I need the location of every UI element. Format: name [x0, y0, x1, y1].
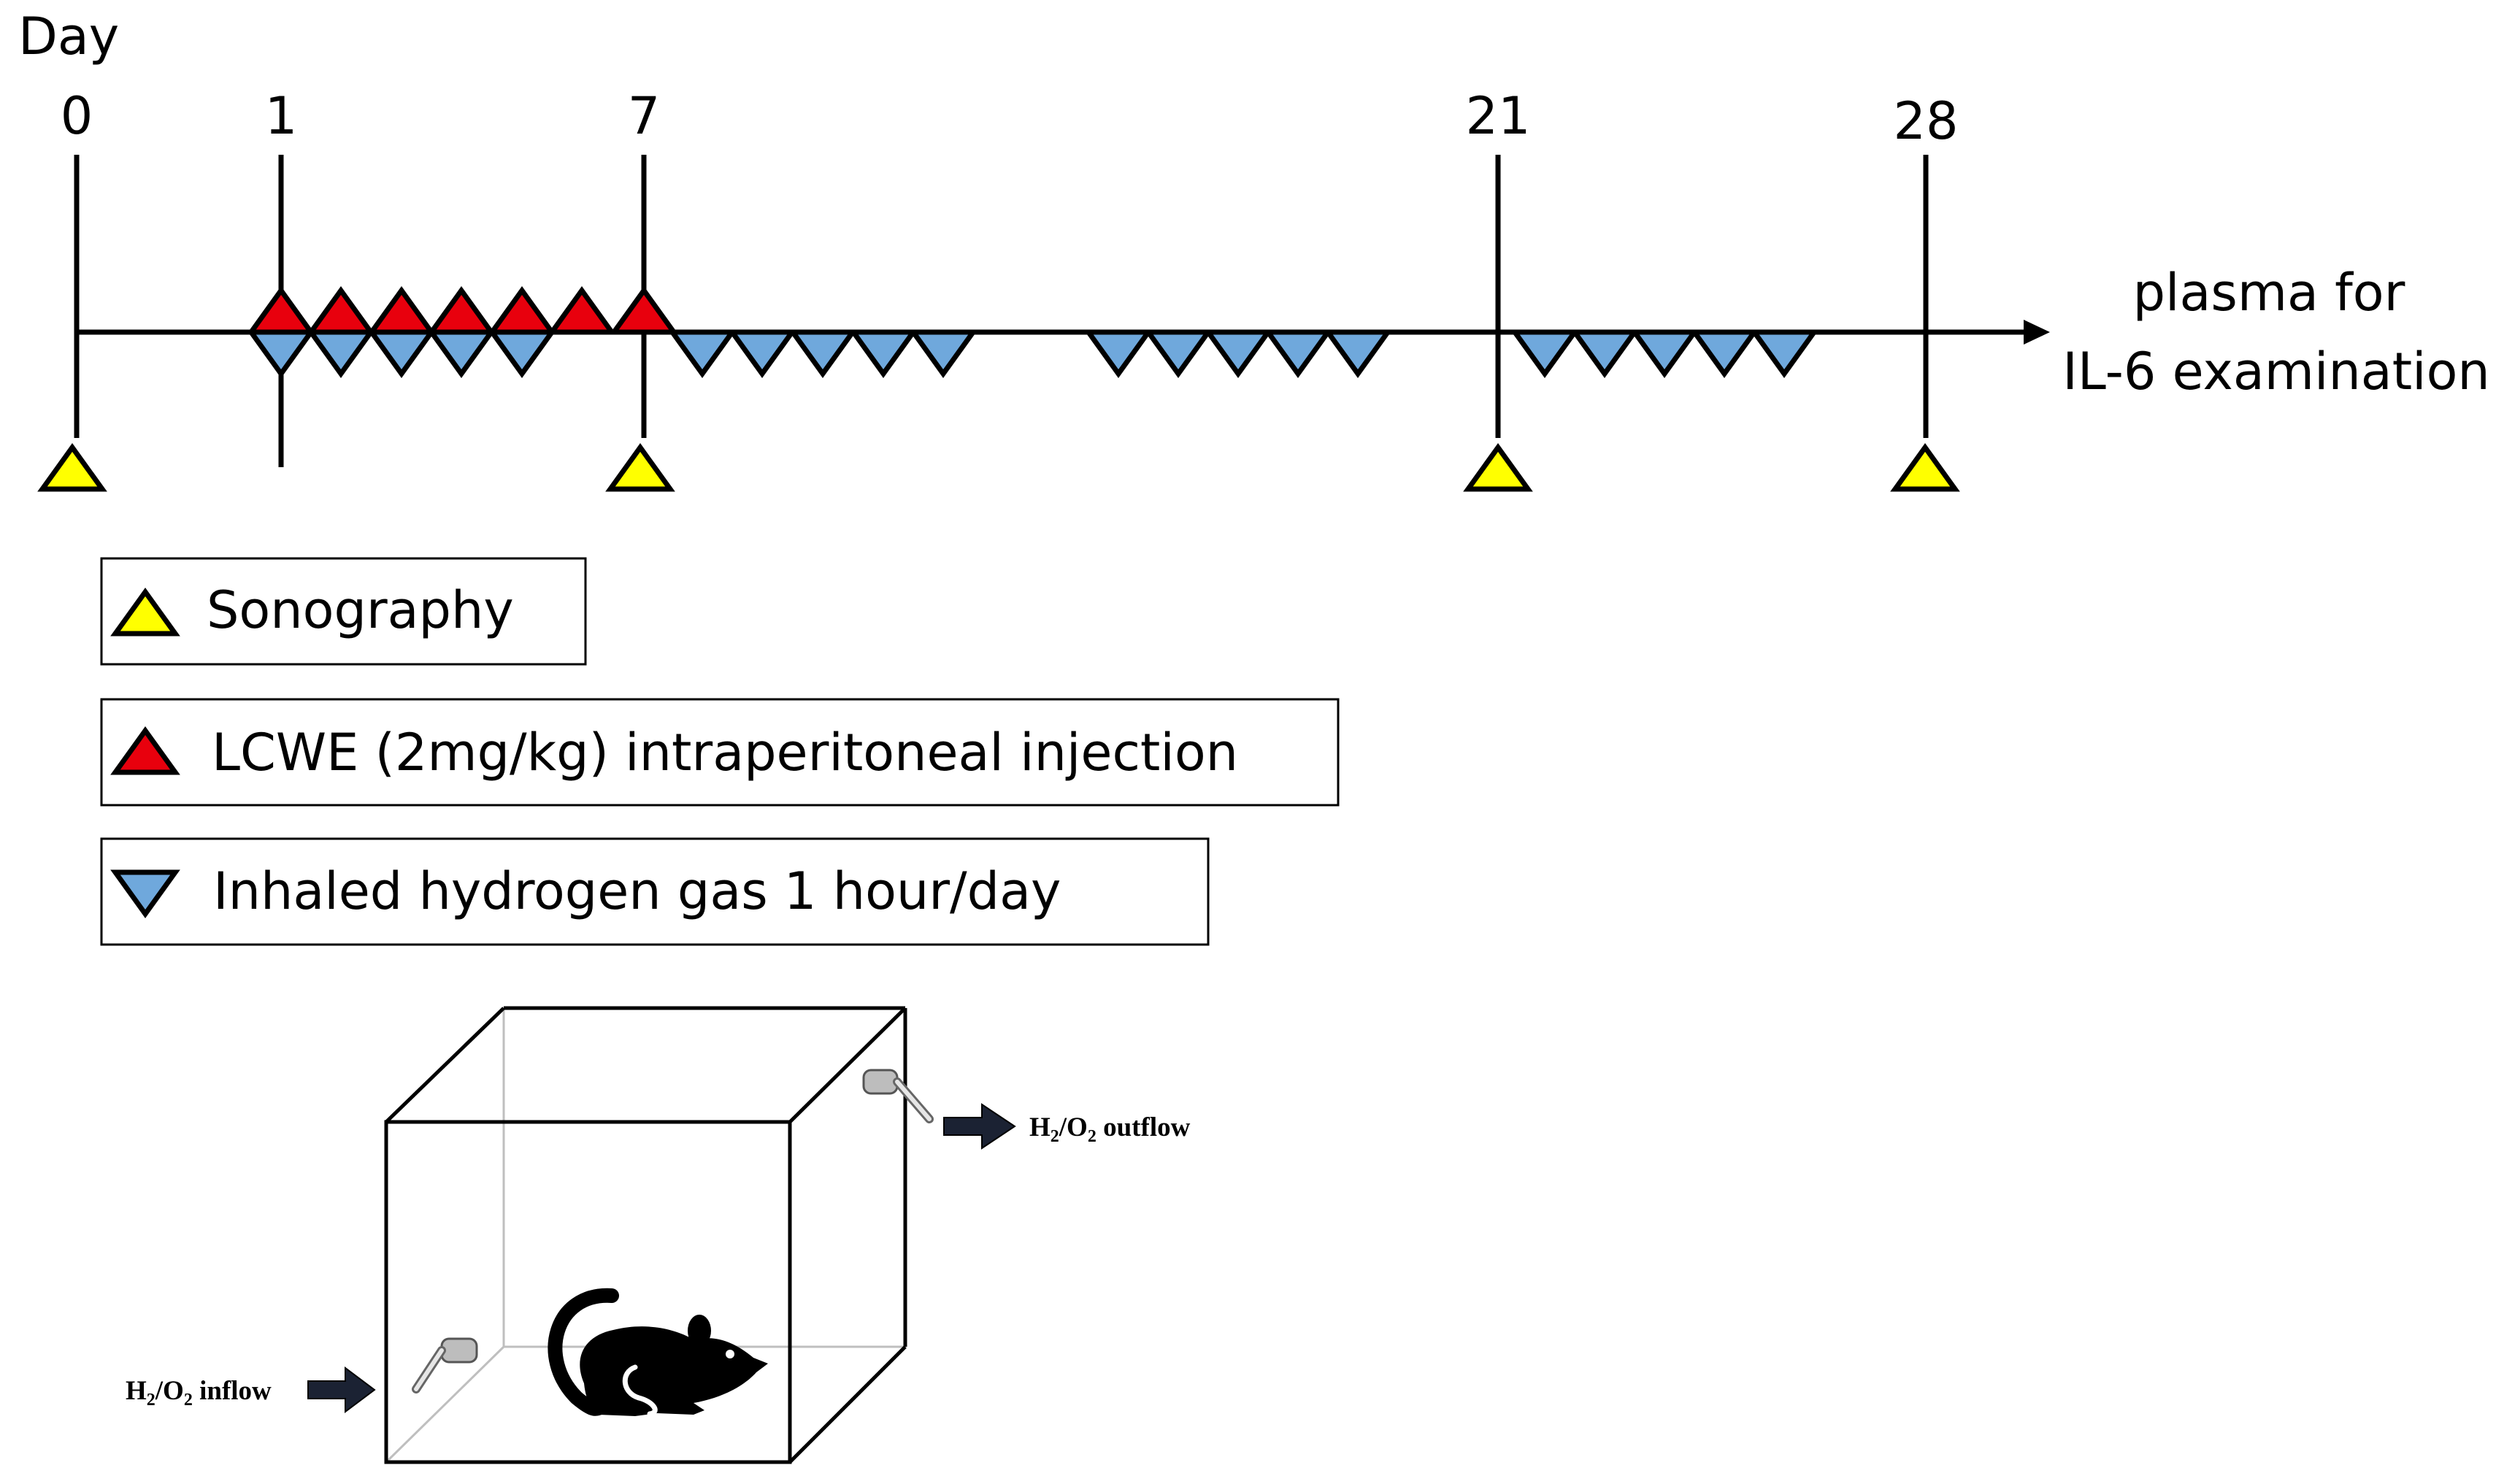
inflow-label-h: H: [126, 1376, 147, 1406]
lcwe-marker-2: [306, 286, 376, 335]
outflow-label: H2/O2 outflow: [1029, 1112, 1191, 1146]
hydrogen-marker-7: [727, 329, 797, 378]
hydrogen-marker-14: [1263, 329, 1333, 378]
hydrogen-marker-15: [1323, 329, 1393, 378]
sonography-marker-3: [1463, 443, 1533, 492]
hydrogen-chamber: H2/O2 outflow H2/O2 inflow: [126, 1006, 1191, 1464]
hydrogen-marker-17: [1570, 329, 1640, 378]
legend-box-hydrogen: [100, 837, 1210, 946]
sonography-marker-2: [605, 443, 675, 492]
hydrogen-marker-1: [246, 329, 316, 378]
hydrogen-marker-2: [306, 329, 376, 378]
day-label-21: 21: [1465, 86, 1530, 146]
hydrogen-markers: [246, 329, 1819, 378]
outflow-label-o: /O: [1059, 1112, 1088, 1142]
inflow-label: H2/O2 inflow: [126, 1376, 272, 1410]
sonography-marker-4: [1890, 443, 1960, 492]
endpoint-line-2: IL-6 examination: [2062, 342, 2490, 401]
lcwe-marker-1: [246, 286, 316, 335]
legend-item-lcwe: LCWE (2mg/kg) intraperitoneal injection: [100, 698, 1340, 807]
outflow-label-sub-2b: 2: [1088, 1127, 1097, 1146]
legend-label-hydrogen: Inhaled hydrogen gas 1 hour/day: [213, 861, 1061, 921]
outflow-label-word: outflow: [1097, 1112, 1191, 1142]
sonography-legend-icon: [110, 588, 180, 637]
lcwe-marker-5: [487, 286, 557, 335]
chamber-front-edges: [384, 1006, 907, 1464]
hydrogen-marker-20: [1749, 329, 1819, 378]
sonography-markers: [37, 443, 1960, 492]
lcwe-marker-7: [609, 286, 679, 335]
hydrogen-marker-9: [848, 329, 918, 378]
timeline: Day 0 1 7 21 28 plasma for IL-6 examinat…: [18, 7, 2490, 492]
outflow-label-h: H: [1029, 1112, 1051, 1142]
outflow-arrow-icon: [943, 1103, 1016, 1150]
inflow-label-o: /O: [155, 1376, 184, 1406]
day-label-7: 7: [628, 86, 661, 146]
day-axis-label: Day: [18, 7, 119, 66]
legend-label-sonography: Sonography: [207, 580, 514, 640]
timeline-arrowhead: [2024, 320, 2050, 345]
inflow-arrow-icon: [307, 1366, 376, 1413]
lcwe-legend-icon: [110, 726, 180, 775]
hydrogen-marker-18: [1629, 329, 1700, 378]
hydrogen-marker-3: [366, 329, 437, 378]
legend-label-lcwe: LCWE (2mg/kg) intraperitoneal injection: [212, 723, 1238, 783]
lcwe-markers: [246, 286, 679, 335]
legend-item-hydrogen: Inhaled hydrogen gas 1 hour/day: [100, 837, 1210, 946]
endpoint-line-1: plasma for: [2133, 263, 2405, 323]
lcwe-marker-4: [426, 286, 496, 335]
lcwe-marker-3: [366, 286, 437, 335]
hydrogen-legend-icon: [110, 869, 180, 918]
hydrogen-marker-10: [908, 329, 978, 378]
inflow-label-word: inflow: [193, 1376, 272, 1406]
lcwe-marker-6: [547, 286, 617, 335]
hydrogen-marker-5: [487, 329, 557, 378]
day-label-0: 0: [61, 86, 93, 146]
hydrogen-marker-16: [1510, 329, 1580, 378]
outflow-label-sub-2a: 2: [1051, 1127, 1059, 1146]
legend-box-sonography: [100, 557, 587, 666]
hydrogen-marker-12: [1143, 329, 1213, 378]
hydrogen-marker-4: [426, 329, 496, 378]
hydrogen-marker-8: [788, 329, 858, 378]
day-label-1: 1: [265, 86, 298, 146]
hydrogen-marker-11: [1083, 329, 1153, 378]
legend: Sonography LCWE (2mg/kg) intraperitoneal…: [100, 557, 1340, 946]
hydrogen-marker-6: [667, 329, 737, 378]
hydrogen-marker-13: [1203, 329, 1273, 378]
hydrogen-marker-19: [1689, 329, 1759, 378]
inlet-valve-icon: [412, 1337, 478, 1393]
legend-item-sonography: Sonography: [100, 557, 587, 666]
inflow-label-sub-2b: 2: [184, 1391, 193, 1410]
inflow-label-sub-2a: 2: [147, 1391, 155, 1410]
legend-box-lcwe: [100, 698, 1340, 807]
outlet-valve-icon: [862, 1069, 934, 1123]
sonography-marker-1: [37, 443, 107, 492]
rat-icon: [548, 1288, 768, 1417]
day-label-28: 28: [1893, 91, 1958, 151]
